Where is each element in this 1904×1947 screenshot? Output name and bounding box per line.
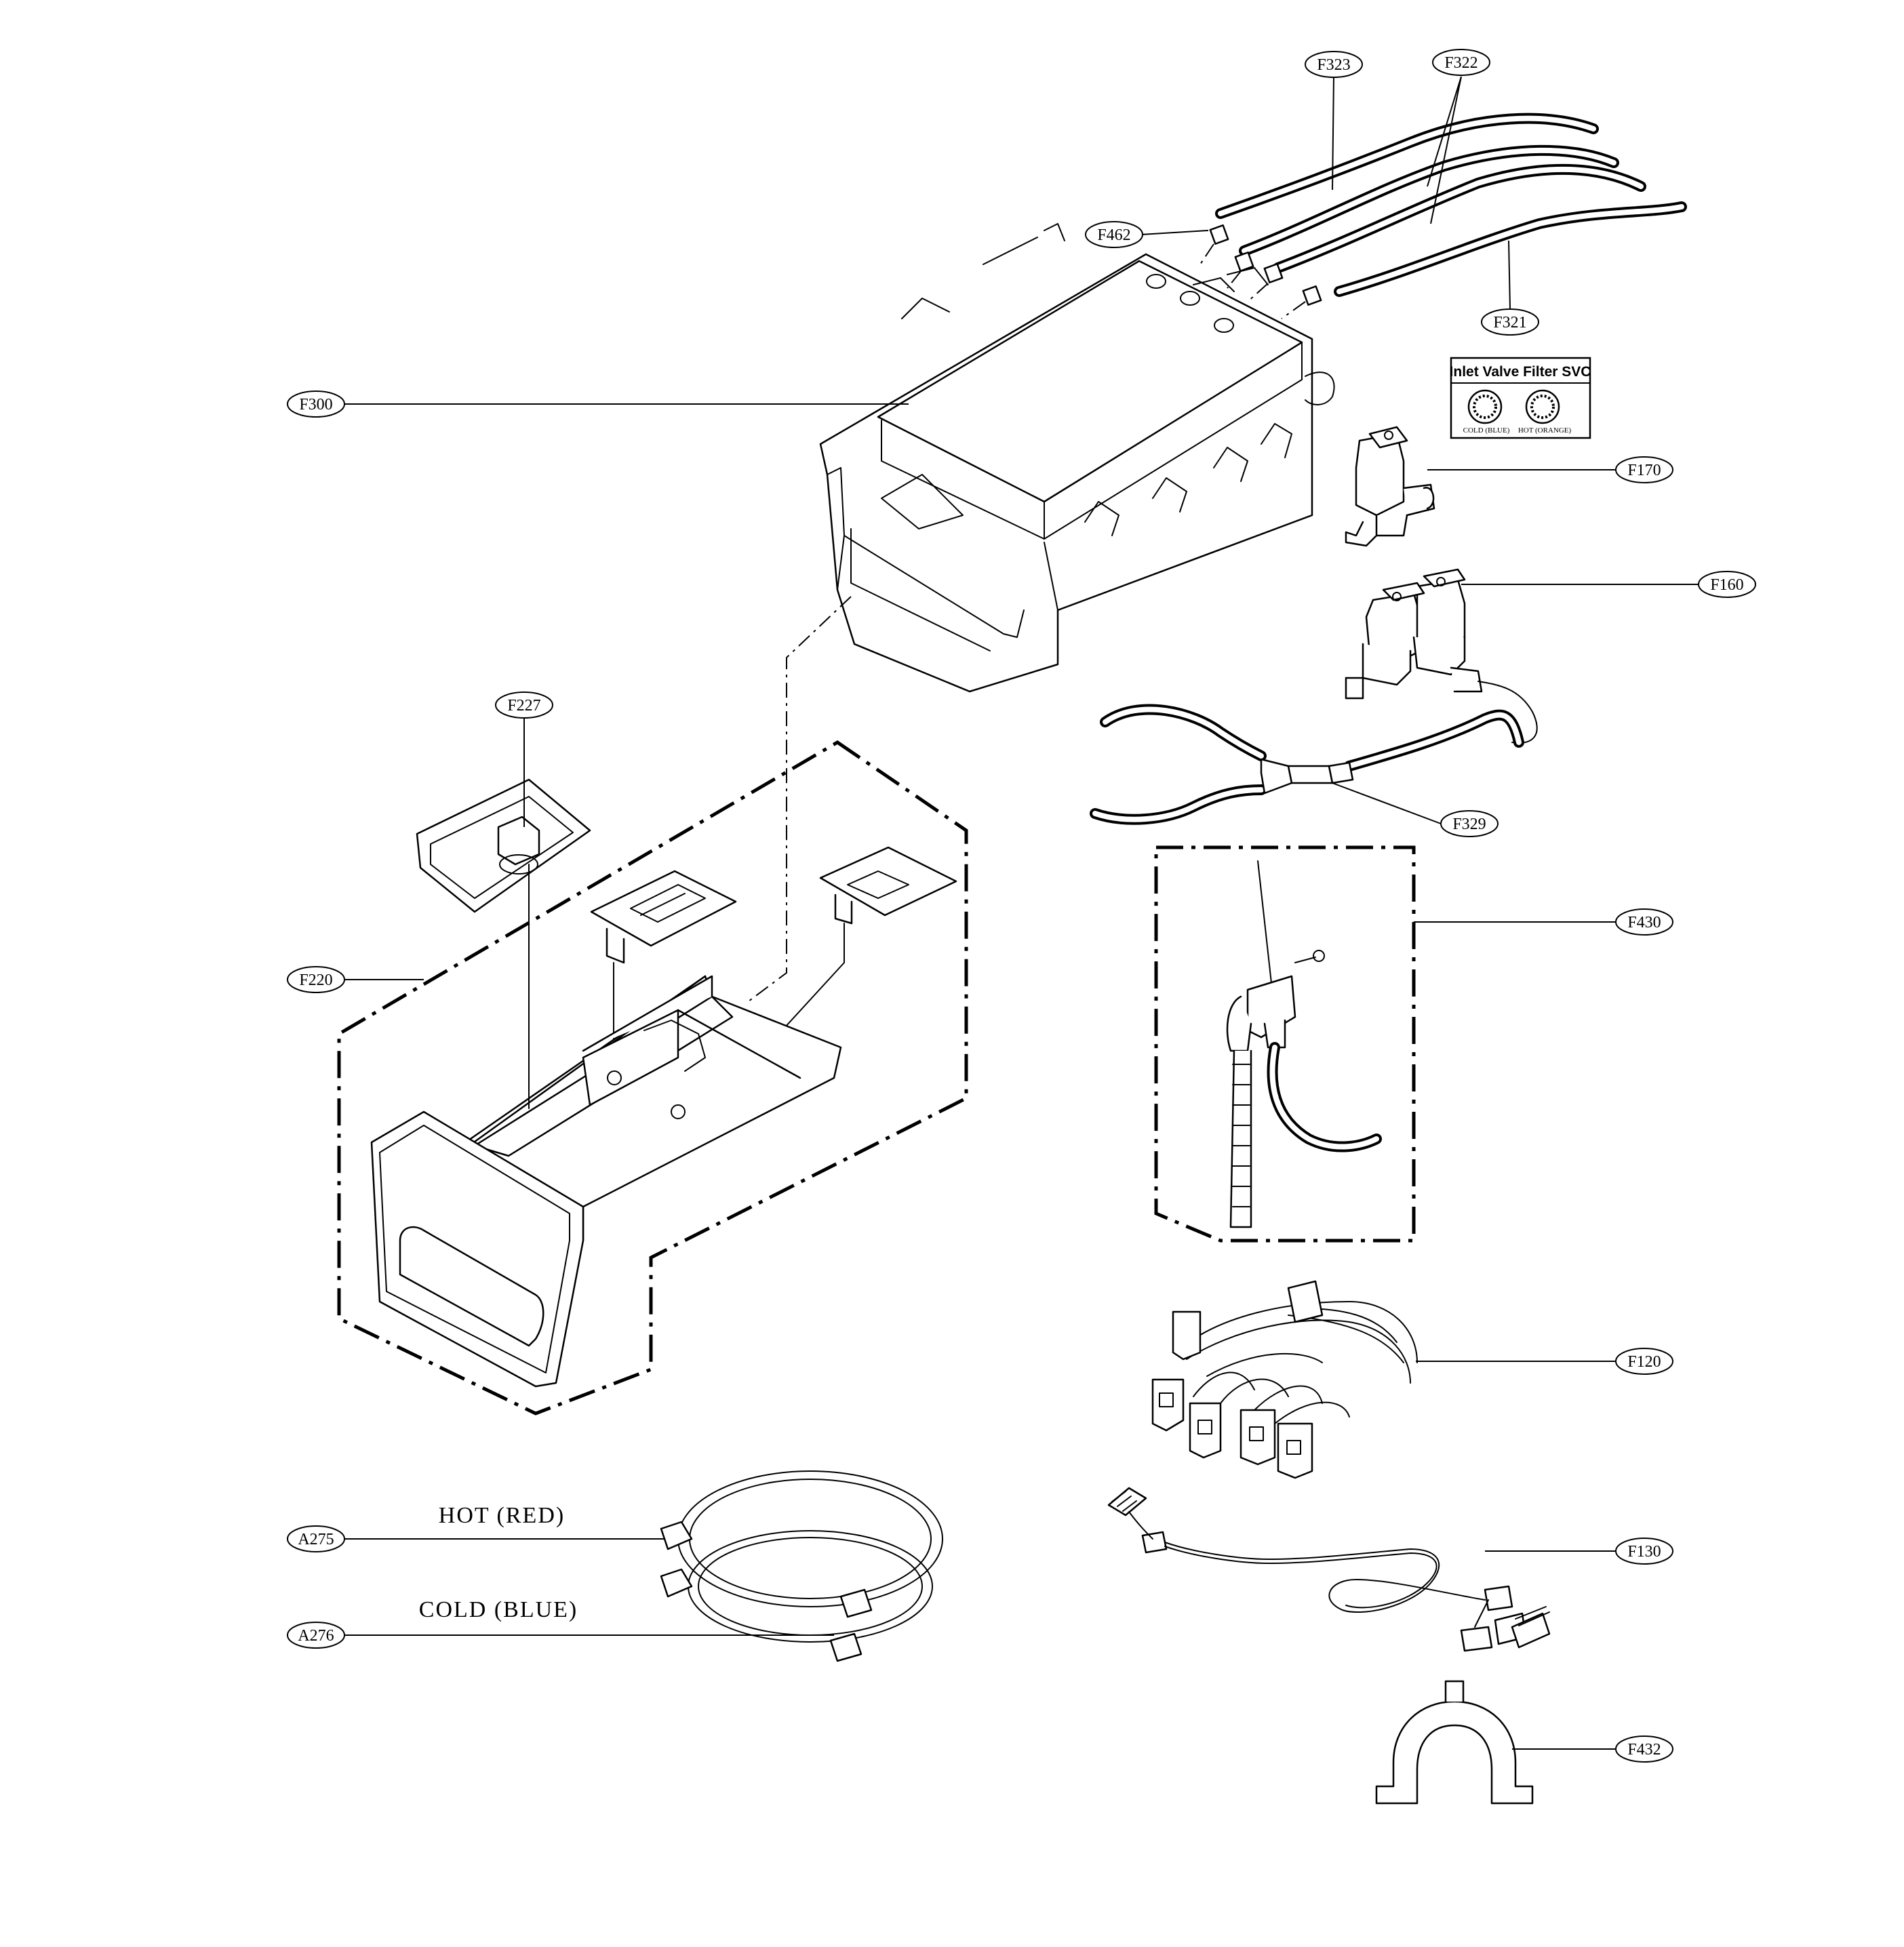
drawer-kit-outline	[337, 740, 968, 1416]
cold-caption: COLD (BLUE)	[419, 1597, 578, 1622]
callout-f321-label: F321	[1493, 314, 1526, 332]
filter-hot-label: HOT (ORANGE)	[1518, 426, 1572, 435]
callout-f220: F220	[287, 966, 345, 993]
hot-caption: HOT (RED)	[439, 1503, 565, 1528]
leader-lines	[344, 76, 1699, 1750]
callout-f462: F462	[1085, 221, 1143, 248]
callout-f227-label: F227	[507, 697, 540, 715]
filter-cold-label: COLD (BLUE)	[1463, 426, 1510, 435]
callout-f160-label: F160	[1710, 576, 1743, 594]
double-inlet-valve	[1345, 568, 1538, 744]
callout-f130-label: F130	[1627, 1543, 1661, 1561]
callout-f220-label: F220	[299, 971, 332, 989]
water-inlet-hoses	[660, 1470, 943, 1662]
wire-harness	[1151, 1280, 1418, 1479]
drain-hose-box	[1154, 845, 1416, 1243]
single-inlet-valve	[1345, 426, 1435, 547]
callout-f160: F160	[1698, 571, 1756, 598]
siphon-caps	[590, 846, 957, 1065]
callout-f430-label: F430	[1627, 914, 1661, 931]
callout-f329-label: F329	[1452, 816, 1486, 833]
callout-f170-label: F170	[1627, 462, 1661, 479]
alignment-line	[745, 596, 852, 1004]
callout-a276: A276	[287, 1622, 345, 1649]
y-connector-hose	[1090, 704, 1524, 825]
callout-f432: F432	[1615, 1735, 1673, 1763]
callout-f170: F170	[1615, 456, 1673, 483]
drawer-cap	[416, 778, 591, 1109]
callout-f323: F323	[1305, 51, 1363, 78]
callout-a275: A275	[287, 1525, 345, 1552]
dispenser-housing	[819, 223, 1335, 693]
hose-clip	[1375, 1680, 1534, 1805]
sensor-harness	[1107, 1487, 1551, 1652]
callout-a275-label: A275	[298, 1531, 334, 1548]
callout-a276-label: A276	[298, 1627, 334, 1645]
inlet-valve-filter-box: Inlet Valve Filter SVC COLD (BLUE) HOT (…	[1450, 357, 1591, 439]
callout-f130: F130	[1615, 1538, 1673, 1565]
callout-f300: F300	[287, 390, 345, 418]
callout-f300-label: F300	[299, 396, 332, 414]
filter-box-title: Inlet Valve Filter SVC	[1450, 364, 1591, 380]
callout-f120: F120	[1615, 1348, 1673, 1375]
callout-f322: F322	[1432, 49, 1490, 76]
callout-f120-label: F120	[1627, 1353, 1661, 1371]
callout-f227: F227	[495, 691, 553, 719]
callout-f323-label: F323	[1317, 56, 1350, 74]
callout-f432-label: F432	[1627, 1741, 1661, 1759]
hose-clamps	[1199, 224, 1322, 319]
dispenser-hoses	[1215, 113, 1687, 297]
detergent-drawer	[370, 975, 842, 1388]
callout-f322-label: F322	[1444, 54, 1477, 72]
callout-f430: F430	[1615, 908, 1673, 936]
callout-f329: F329	[1440, 810, 1499, 837]
callout-f462-label: F462	[1097, 226, 1130, 244]
callout-f321: F321	[1481, 308, 1539, 336]
